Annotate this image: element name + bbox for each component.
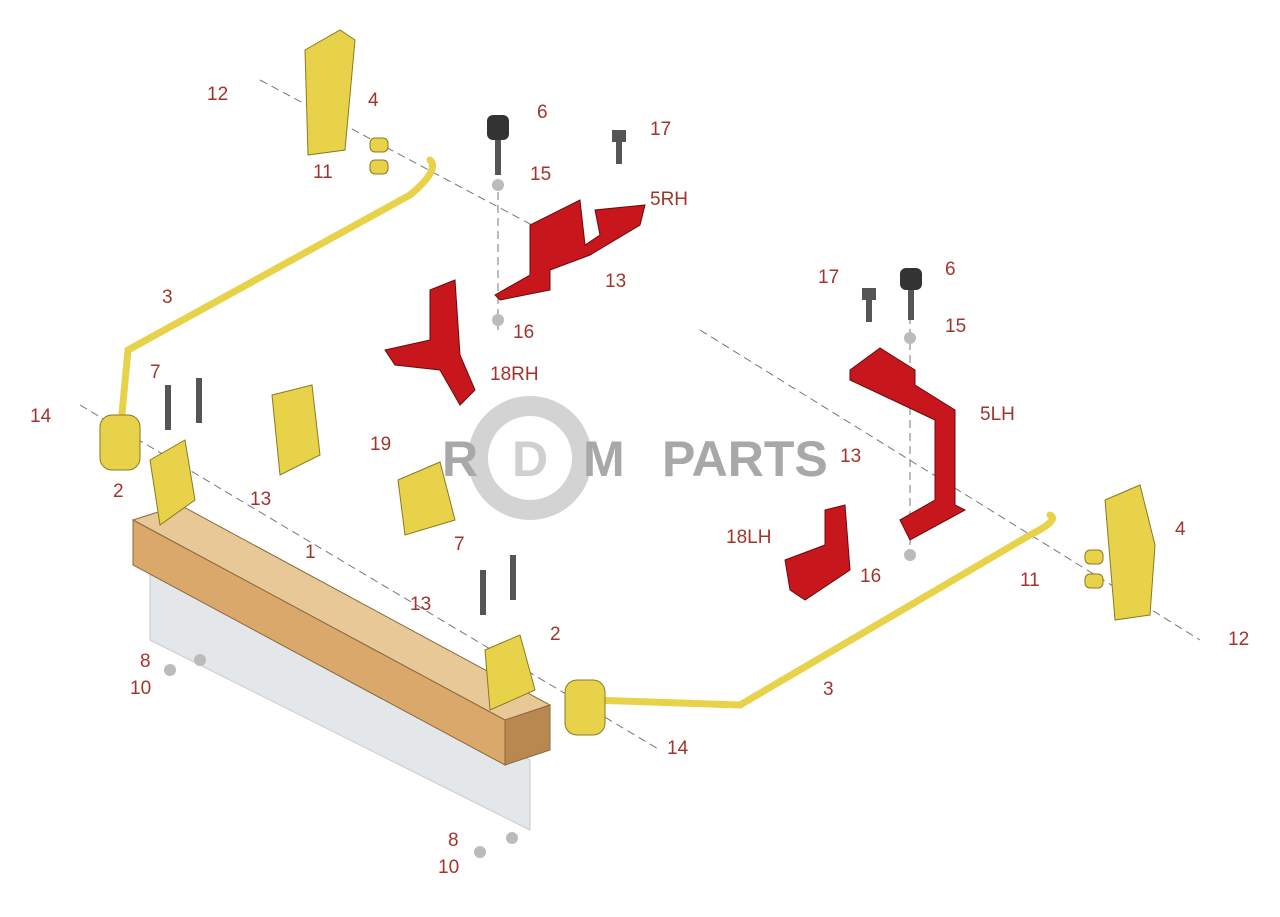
callout-13: 13 bbox=[410, 594, 431, 615]
callout-2: 2 bbox=[113, 481, 124, 502]
svg-text:R: R bbox=[442, 431, 478, 487]
callout-14: 14 bbox=[30, 406, 52, 427]
callout-12: 12 bbox=[207, 84, 228, 105]
callout-14: 14 bbox=[667, 738, 689, 759]
callout-13: 13 bbox=[840, 446, 861, 467]
callout-11: 11 bbox=[1020, 570, 1040, 591]
callout-16: 16 bbox=[860, 566, 881, 587]
callout-10: 10 bbox=[438, 857, 459, 878]
callout-19: 19 bbox=[370, 434, 391, 455]
callout-15: 15 bbox=[530, 164, 551, 185]
callout-18rh: 18RH bbox=[490, 364, 539, 385]
callout-7: 7 bbox=[150, 362, 161, 383]
callout-4: 4 bbox=[1175, 519, 1186, 540]
callout-16: 16 bbox=[513, 322, 534, 343]
callout-17: 17 bbox=[650, 119, 671, 140]
callout-6: 6 bbox=[537, 102, 548, 123]
callout-11: 11 bbox=[313, 162, 333, 183]
callout-1: 1 bbox=[305, 542, 316, 563]
callout-12: 12 bbox=[1228, 629, 1249, 650]
callout-6: 6 bbox=[945, 259, 956, 280]
svg-text:D: D bbox=[512, 431, 548, 487]
callout-5rh: 5RH bbox=[650, 189, 688, 210]
callout-13: 13 bbox=[250, 489, 271, 510]
callout-10: 10 bbox=[130, 678, 151, 699]
callout-5lh: 5LH bbox=[980, 404, 1015, 425]
callout-18lh: 18LH bbox=[726, 527, 771, 548]
yellow-brackets bbox=[99, 29, 1156, 736]
svg-text:PARTS: PARTS bbox=[662, 431, 828, 487]
red-brackets bbox=[384, 199, 967, 601]
callout-3: 3 bbox=[823, 679, 834, 700]
callout-4: 4 bbox=[368, 90, 379, 111]
rdm-parts-watermark: R D M PARTS bbox=[442, 396, 828, 520]
rods bbox=[116, 156, 1056, 709]
svg-text:M: M bbox=[583, 431, 625, 487]
callout-8: 8 bbox=[140, 651, 151, 672]
callout-15: 15 bbox=[945, 316, 966, 337]
callout-3: 3 bbox=[162, 287, 173, 308]
callout-2: 2 bbox=[550, 624, 561, 645]
callout-17: 17 bbox=[818, 267, 839, 288]
callout-7: 7 bbox=[454, 534, 465, 555]
callout-13: 13 bbox=[605, 271, 626, 292]
hardware bbox=[164, 115, 922, 858]
callout-8: 8 bbox=[448, 830, 459, 851]
brush-block bbox=[131, 504, 552, 766]
